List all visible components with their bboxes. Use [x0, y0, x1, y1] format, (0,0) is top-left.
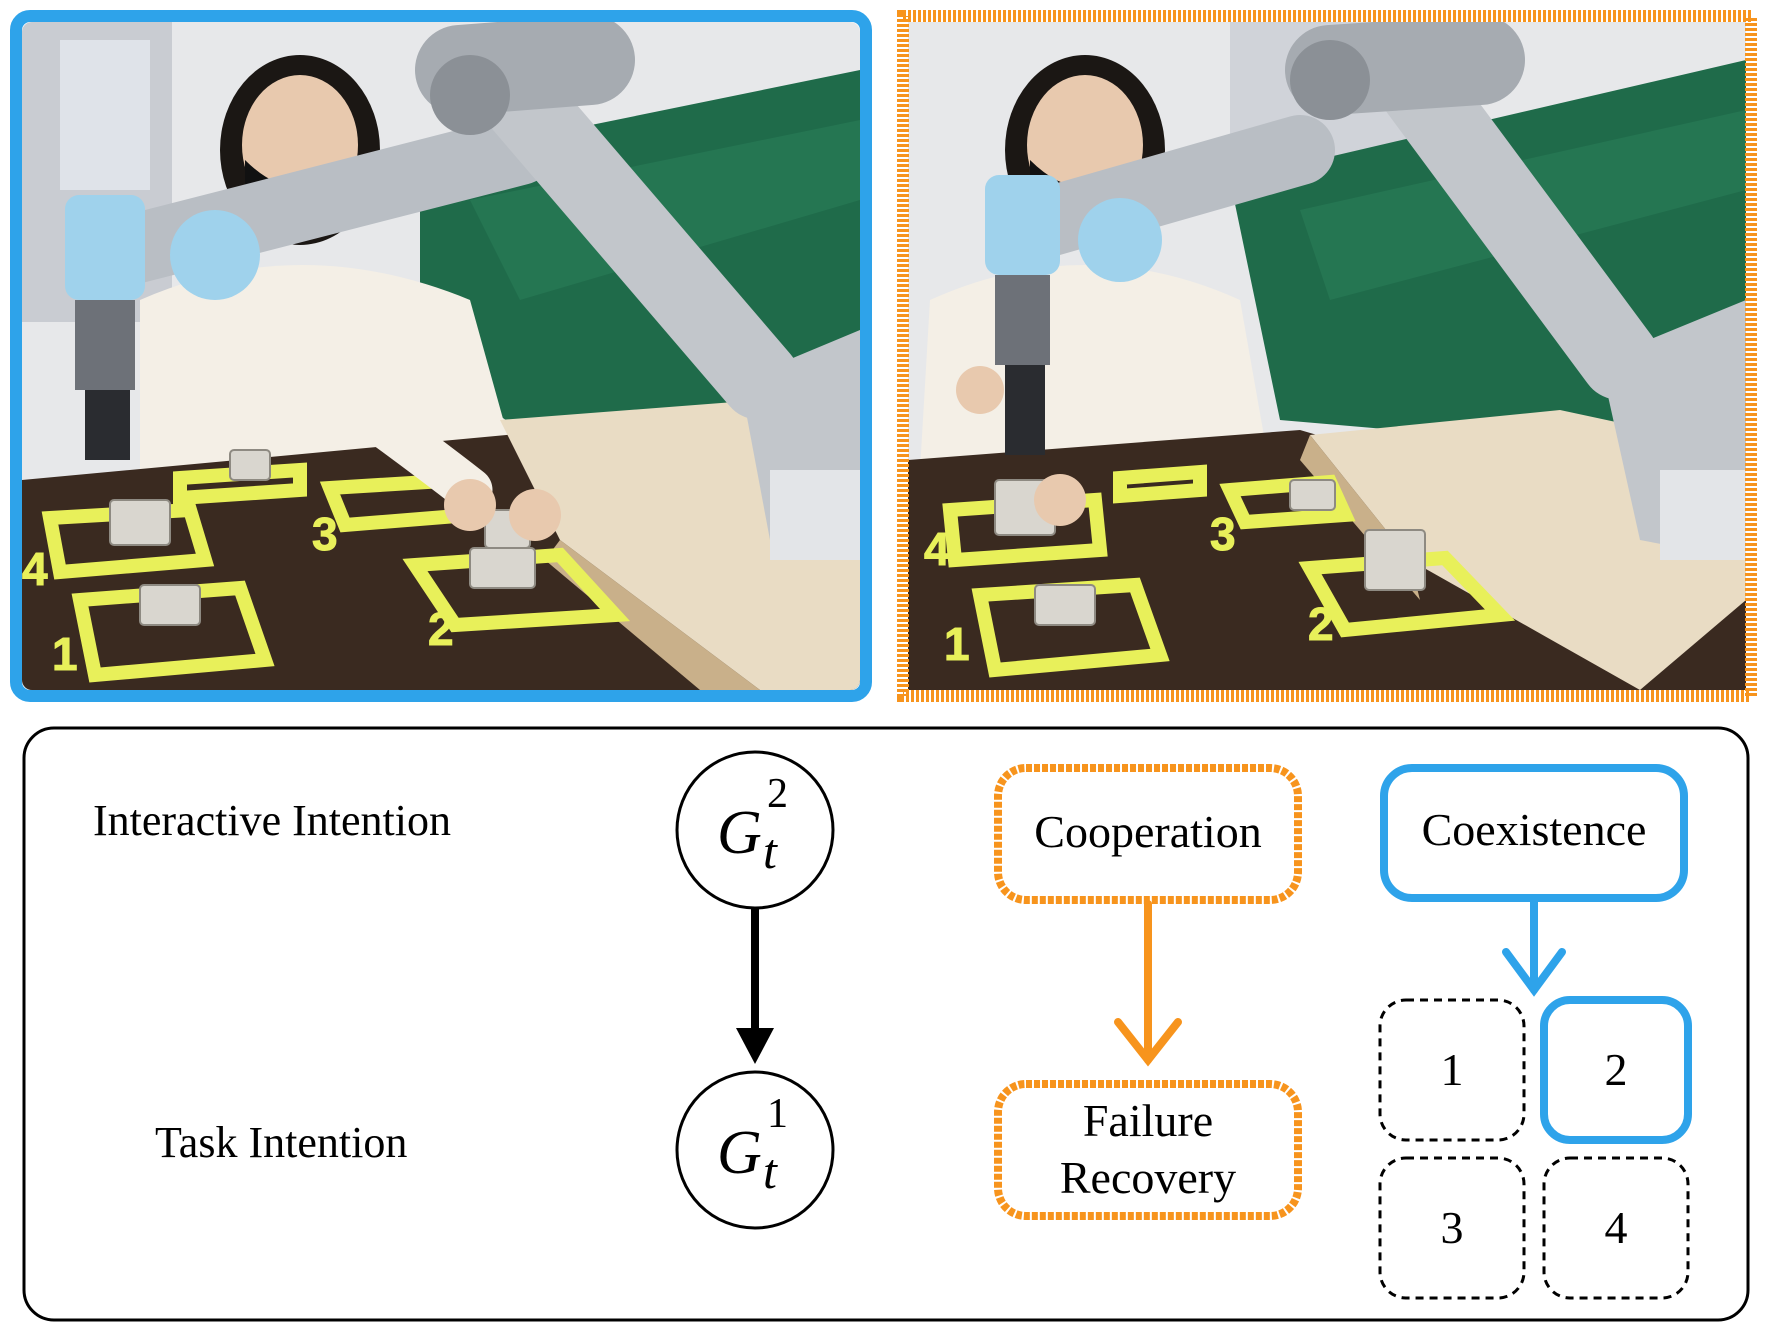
slot-label-3: 3: [1210, 508, 1236, 560]
cooperation-photo-border: [897, 10, 1757, 702]
left-photo: 1 2 3 4: [10, 10, 872, 702]
connectors: [109, 449, 536, 626]
failure-recovery-label-line1: Failure: [1083, 1095, 1213, 1146]
slot-label-1: 1: [52, 628, 78, 680]
robot-arm: [985, 22, 1746, 560]
coexistence-arrow: [1502, 896, 1566, 997]
slot-numbers-left: 1 2 3 4: [22, 508, 454, 681]
cooperation-arrow: [1114, 900, 1182, 1067]
slot-numbers-right: 1 2 3 4: [924, 508, 1335, 671]
slot-label-3: 3: [312, 508, 338, 560]
grid-label-2: 2: [1605, 1044, 1628, 1095]
intention-arrow: [736, 908, 774, 1064]
grid-label-3: 3: [1441, 1202, 1464, 1253]
node-top-sup: 2: [767, 771, 788, 817]
node-bottom-sub: t: [763, 1143, 778, 1199]
grid-cell-1: [1378, 998, 1526, 1142]
task-intention-label: Task Intention: [155, 1118, 407, 1167]
node-bottom-base: G: [717, 1119, 762, 1187]
coexistence-photo-border: [10, 10, 872, 702]
grid-cell-2: [1540, 996, 1692, 1144]
node-task-intention: G 1 t: [675, 1070, 835, 1230]
coexistence-label: Coexistence: [1422, 804, 1647, 855]
cooperation-label: Cooperation: [1034, 806, 1261, 857]
slot-label-4: 4: [924, 523, 950, 575]
node-top-sub: t: [763, 823, 778, 879]
node-interactive-intention: G 2 t: [675, 750, 835, 910]
slot-label-1: 1: [944, 618, 970, 670]
interactive-intention-label: Interactive Intention: [93, 796, 451, 845]
legend-panel: [22, 726, 1750, 1322]
slot-grid: 1 2 3 4: [1378, 996, 1692, 1300]
slot-label-2: 2: [428, 603, 454, 655]
failure-recovery-label-line2: Recovery: [1060, 1152, 1236, 1203]
grid-label-4: 4: [1605, 1202, 1628, 1253]
node-circle-bottom: [675, 1070, 835, 1230]
node-top-base: G: [717, 799, 762, 867]
cooperation-box: Cooperation: [994, 764, 1302, 904]
grid-label-1: 1: [1441, 1044, 1464, 1095]
slot-label-4: 4: [22, 543, 48, 595]
robot-arm: [65, 22, 860, 560]
grid-cell-3: [1378, 1156, 1526, 1300]
right-photo: 1 2 3 4: [897, 10, 1757, 702]
failure-recovery-box: Failure Recovery: [994, 1080, 1302, 1220]
coexistence-box: Coexistence: [1380, 764, 1688, 902]
slot-label-2: 2: [1308, 598, 1334, 650]
grid-cell-4: [1542, 1156, 1690, 1300]
node-bottom-sup: 1: [767, 1091, 788, 1137]
